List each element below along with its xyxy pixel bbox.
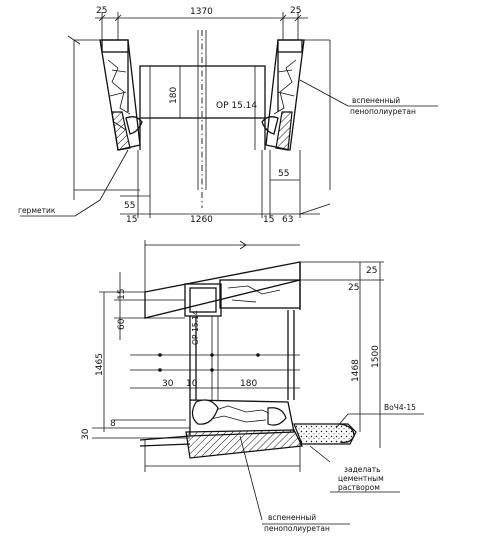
left-foam-blob (125, 116, 143, 135)
sill-foam-right (267, 407, 287, 426)
dim-height: 180 (169, 87, 179, 104)
dim-1468: 1468 (351, 359, 361, 382)
dot (256, 353, 260, 357)
frame-mark: ОР 15.14 (216, 101, 257, 111)
label-foam-2: пенополиуретан (264, 524, 330, 533)
label-mortar-3: раствором (338, 483, 380, 492)
tick (98, 14, 106, 22)
mark-vertical: ОР-15.14 (191, 310, 200, 345)
label-mortar-1: заделать (344, 465, 381, 474)
dim-10: 10 (186, 379, 198, 389)
right-stone-texture (273, 59, 297, 115)
arrow (239, 240, 247, 250)
dim-top-right2: 25 (348, 283, 359, 293)
label-foam-1: вспененный (352, 96, 400, 105)
foam-leader (239, 435, 263, 521)
sill-foam-left (191, 399, 219, 425)
sill-outer-slope (139, 435, 191, 441)
head-frame-inner (189, 287, 217, 313)
foam-leader (299, 79, 349, 107)
lintel-top-slab (144, 261, 301, 319)
sill-mortar (293, 423, 357, 445)
left-insulation-hatch (111, 111, 131, 151)
dim-left-inner: 55 (124, 201, 135, 211)
dim-left-15: 15 (117, 289, 127, 300)
leader-right (299, 203, 331, 215)
sealant-leader (99, 149, 129, 201)
lintel-texture (227, 285, 281, 303)
dim-right-top: 25 (290, 6, 301, 16)
tick (114, 14, 122, 22)
top-section: 25 1370 25 180 ОР 15.14 (18, 6, 438, 225)
bottom-section: 30 10 180 ОР-15.14 15 60 1465 8 30 25 25… (81, 240, 424, 533)
mortar-leader (309, 445, 331, 463)
dim-left-top: 25 (96, 6, 107, 16)
right-insulation-hatch (275, 111, 293, 151)
dim-8: 8 (110, 419, 116, 429)
mark-sill: ВоЧ4-15 (384, 403, 416, 412)
tick (279, 14, 287, 22)
sill-concrete-hatch (185, 429, 303, 459)
dot (158, 353, 162, 357)
tick (67, 35, 81, 45)
dim-bottom-mid: 1260 (190, 215, 213, 225)
dot (210, 353, 214, 357)
dim-top-right: 25 (366, 266, 377, 276)
dim-1465: 1465 (95, 353, 105, 376)
dim-bottom-r1: 15 (263, 215, 274, 225)
dim-bot-30: 30 (81, 428, 91, 440)
sealant-leader (74, 199, 101, 217)
drip-edge (339, 423, 355, 444)
left-stone-texture (107, 59, 131, 131)
dot (210, 368, 214, 372)
dim-1500: 1500 (371, 345, 381, 368)
dim-30: 30 (162, 379, 174, 389)
label-foam-2: пенополиуретан (350, 107, 416, 116)
left-head-block (101, 39, 129, 53)
right-head-block (277, 39, 303, 53)
sill-mark-leader (335, 413, 349, 429)
dim-left-60: 60 (117, 318, 127, 330)
right-foam-blob (261, 116, 279, 135)
label-sealant: герметик (18, 206, 56, 215)
dim-overall: 1370 (190, 7, 213, 17)
dim-bottom-left: 15 (126, 215, 137, 225)
dim-bottom-r2: 63 (282, 215, 293, 225)
label-mortar-2: цементным (338, 474, 384, 483)
dot (158, 368, 162, 372)
lintel-block (219, 279, 301, 309)
tick (294, 14, 302, 22)
frame-box (139, 65, 266, 119)
dim-180: 180 (240, 379, 257, 389)
dim-right-inner: 55 (278, 169, 289, 179)
label-foam-1: вспененный (268, 513, 316, 522)
sill-outer-slope (139, 443, 191, 447)
